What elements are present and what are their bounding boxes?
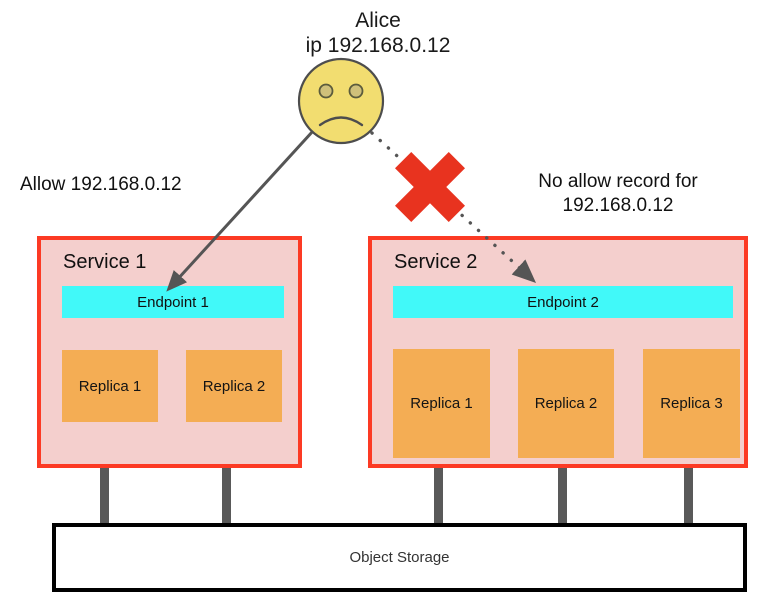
pipe-s1-replica1-storage (100, 414, 109, 526)
deny-annotation-line2: 192.168.0.12 (562, 195, 674, 216)
replica-label-s1-r1: Replica 1 (78, 377, 142, 395)
pipe-s1-replica2-storage (222, 414, 231, 526)
actor-name-label: Alice (355, 9, 401, 32)
endpoint-box-2[interactable]: Endpoint 2 (393, 286, 733, 318)
endpoint-1-label: Endpoint 1 (137, 293, 209, 311)
allow-annotation-label: Allow 192.168.0.12 (20, 174, 182, 195)
service-2-title: Service 2 (394, 251, 478, 273)
replica-box-s2-r1[interactable]: Replica 1 (393, 349, 490, 458)
replica-label-s2-r2: Replica 2 (534, 395, 598, 412)
endpoint-2-label: Endpoint 2 (527, 293, 599, 311)
service-box-2[interactable]: Service 2 Endpoint 2 Replica 1 Replica 2… (368, 236, 748, 468)
replica-label-s2-r1: Replica 1 (410, 395, 473, 412)
actor-ip-label: ip 192.168.0.12 (305, 34, 451, 57)
pipe-s2-replica1-storage (434, 450, 443, 526)
pipe-s2-replica2-storage (558, 450, 567, 526)
object-storage-label: Object Storage (349, 549, 450, 566)
endpoint-box-1[interactable]: Endpoint 1 (62, 286, 284, 318)
service-box-1[interactable]: Service 1 Endpoint 1 Replica 1 Replica 2 (37, 236, 302, 468)
replica-label-s1-r2: Replica 2 (202, 377, 266, 395)
replica-box-s1-r1[interactable]: Replica 1 (62, 350, 158, 422)
object-storage-box[interactable]: Object Storage (52, 523, 747, 592)
replica-box-s2-r2[interactable]: Replica 2 (518, 349, 614, 458)
replica-box-s2-r3[interactable]: Replica 3 (643, 349, 740, 458)
replica-box-s1-r2[interactable]: Replica 2 (186, 350, 282, 422)
pipe-s2-replica3-storage (684, 450, 693, 526)
deny-annotation-line1: No allow record for (538, 171, 698, 192)
replica-label-s2-r3: Replica 3 (660, 395, 723, 412)
service-1-title: Service 1 (63, 251, 147, 273)
